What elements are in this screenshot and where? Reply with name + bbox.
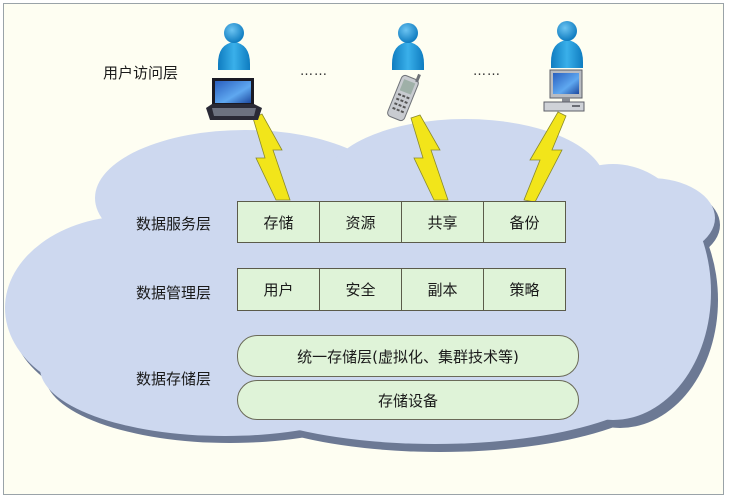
user-icon-2 <box>392 23 424 70</box>
ellipsis-2: …… <box>473 64 501 79</box>
lightning-icon-1 <box>252 113 291 201</box>
management-cell-policy: 策略 <box>483 268 566 311</box>
lightning-icon-2 <box>410 114 449 201</box>
user-access-layer-label: 用户访问层 <box>103 64 179 82</box>
ellipsis-1: …… <box>300 64 328 79</box>
management-cell-user: 用户 <box>237 268 320 311</box>
service-cell-share: 共享 <box>401 201 484 243</box>
management-cell-security: 安全 <box>319 268 402 311</box>
laptop-icon <box>206 78 262 120</box>
data-storage-layer-label: 数据存储层 <box>136 370 212 388</box>
service-cell-storage: 存储 <box>237 201 320 243</box>
service-cell-backup: 备份 <box>483 201 566 243</box>
desktop-computer-icon <box>543 69 585 112</box>
user-icon-1 <box>218 23 250 70</box>
unified-storage-layer: 统一存储层(虚拟化、集群技术等) <box>237 335 579 377</box>
service-cell-resource: 资源 <box>319 201 402 243</box>
management-cell-replica: 副本 <box>401 268 484 311</box>
data-management-layer-label: 数据管理层 <box>136 284 212 302</box>
mobile-phone-icon <box>387 73 421 122</box>
data-service-layer-label: 数据服务层 <box>136 215 212 233</box>
storage-device: 存储设备 <box>237 380 579 420</box>
user-icon-3 <box>551 21 583 68</box>
